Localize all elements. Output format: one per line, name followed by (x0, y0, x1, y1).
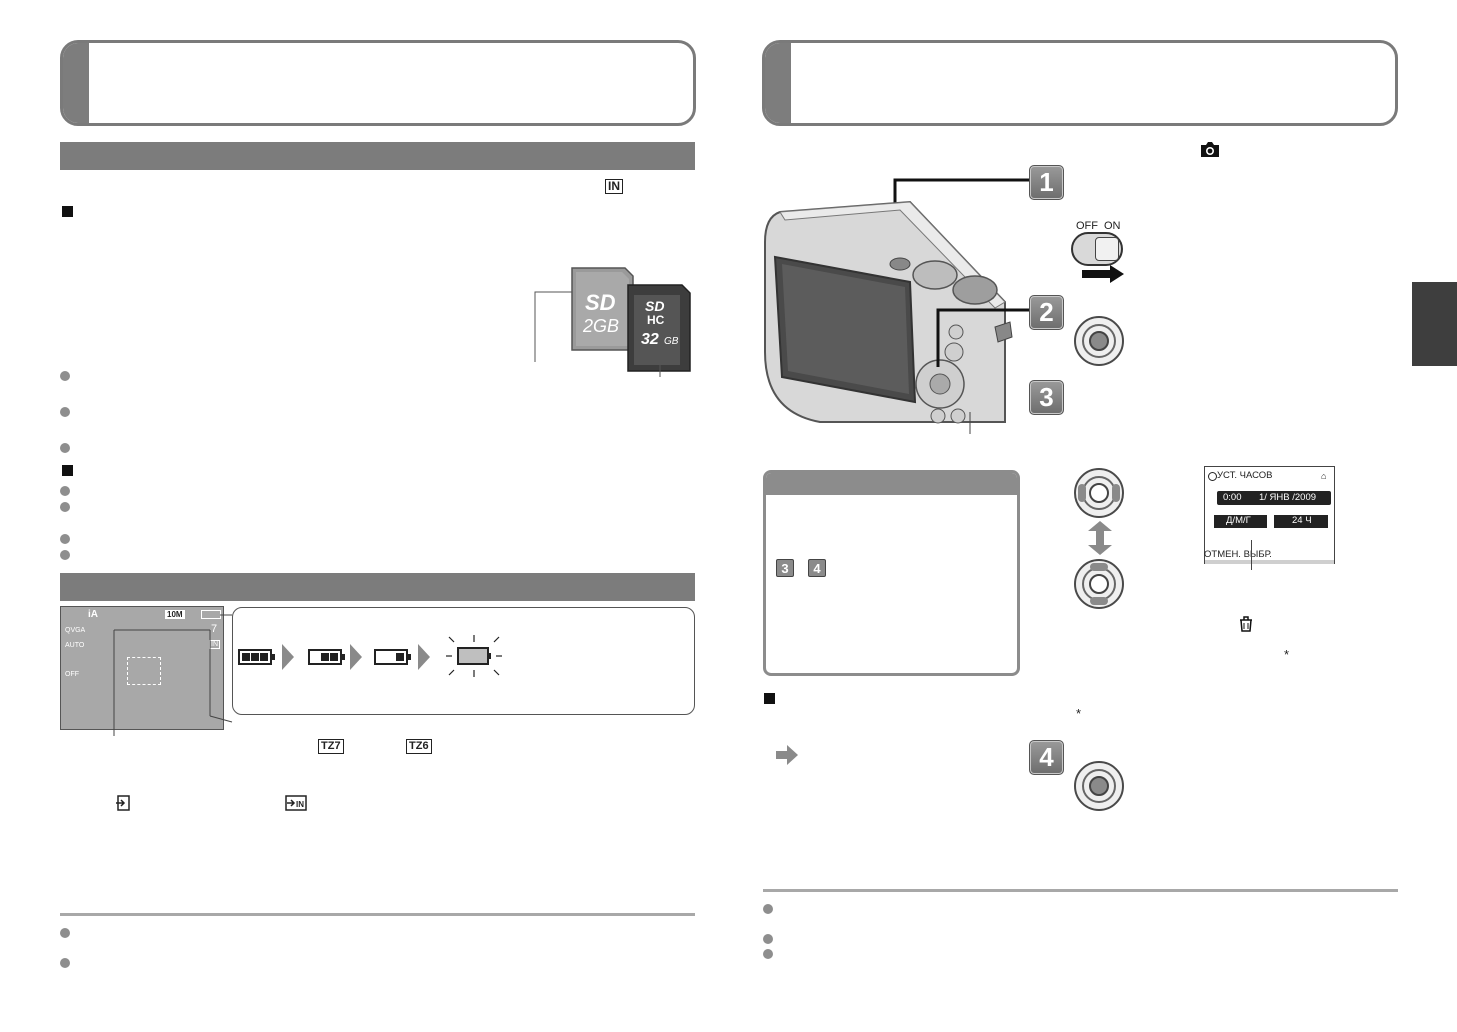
info-panel: 3 4 (763, 470, 1020, 676)
right-page-title-box (762, 40, 1398, 126)
power-switch-on-label: ON (1104, 220, 1121, 232)
chapter-side-tab (1412, 282, 1457, 366)
battery-one-third-icon (374, 649, 411, 665)
right-title-tab (765, 43, 791, 123)
left-footer-bullet-1 (60, 928, 70, 938)
left-bullet-2 (60, 407, 70, 417)
step-1-badge: 1 (1029, 165, 1064, 200)
footnote-asterisk-2: * (1076, 706, 1082, 721)
lcd-shots-remaining: 7 (211, 623, 218, 635)
clock-time-date-field[interactable]: 0:00 1/ ЯНВ /2009 (1217, 491, 1331, 505)
clock-screen-leader-line (1251, 540, 1252, 570)
clock-set-screen: УСТ. ЧАСОВ ⌂ 0:00 1/ ЯНВ /2009 Д/М/Г 24 … (1204, 466, 1335, 564)
dpad-menu-set-step2[interactable] (1074, 316, 1124, 366)
left-section-bar-top (60, 142, 695, 170)
lcd-resolution-icon: 10M (165, 610, 185, 619)
trash-icon (1240, 616, 1252, 632)
step-4-badge: 4 (1029, 740, 1064, 775)
sdhc-card-capacity-unit: GB (664, 336, 679, 347)
clock-date-value: 1/ ЯНВ /2009 (1259, 492, 1317, 503)
left-title-tab (63, 43, 89, 123)
sd-cards-illustration (534, 267, 691, 377)
camera-icon (1201, 142, 1219, 157)
model-label-tz7: TZ7 (318, 739, 344, 754)
clock-time-value: 0:00 (1223, 492, 1242, 503)
right-footer-rule (763, 889, 1398, 892)
left-section-bar-middle (60, 573, 695, 601)
arrow-right-icon (776, 745, 798, 765)
clock-screen-footer: ОТМЕН. ВЫБР. (1204, 549, 1272, 560)
up-down-double-arrow-icon (1088, 521, 1112, 555)
card-insert-icon (116, 795, 130, 811)
sdhc-card-capacity: 32 (641, 331, 659, 348)
clock-format-right[interactable]: 24 Ч (1274, 515, 1328, 528)
step-3-badge: 3 (1029, 380, 1064, 415)
right-footer-bullet-2 (763, 934, 773, 944)
right-footer-bullet-1 (763, 904, 773, 914)
home-icon: ⌂ (1321, 471, 1327, 481)
left-footer-bullet-2 (60, 958, 70, 968)
sdhc-card-sublogo: HC (647, 313, 665, 327)
svg-text:IN: IN (296, 800, 304, 809)
dpad-left-right-step3[interactable] (1074, 468, 1124, 518)
arrow-right-icon (350, 644, 362, 670)
battery-full-icon (238, 649, 275, 665)
section-square-marker-2 (62, 465, 73, 476)
step-ref-chip-3: 3 (776, 559, 794, 577)
step-ref-chip-4: 4 (808, 559, 826, 577)
lcd-focus-frame (127, 657, 161, 685)
battery-empty-blinking-icon (446, 635, 502, 677)
arrow-right-icon (418, 644, 430, 670)
footnote-asterisk-1: * (1284, 647, 1290, 662)
clock-icon (1208, 472, 1217, 481)
lcd-leader-lines (113, 614, 233, 736)
right-footer-bullet-3 (763, 949, 773, 959)
switch-direction-arrow-icon (1082, 265, 1124, 283)
left-footer-rule (60, 913, 695, 916)
sd-card-logo: SD (585, 290, 616, 315)
lcd-zoom-icon: OFF (65, 671, 79, 678)
internal-memory-icon: IN (605, 179, 623, 194)
lcd-quality-b: AUTO (65, 642, 85, 649)
camera-body-illustration (764, 178, 1030, 434)
dpad-up-down-step3[interactable] (1074, 559, 1124, 609)
left-bullet-7 (60, 550, 70, 560)
left-bullet-6 (60, 534, 70, 544)
left-bullet-3 (60, 443, 70, 453)
dpad-menu-set-step4[interactable] (1074, 761, 1124, 811)
sdhc-card-logo: SD (645, 298, 665, 314)
model-label-tz6: TZ6 (406, 739, 432, 754)
step-2-badge: 2 (1029, 295, 1064, 330)
memory-insert-icon: IN (285, 795, 307, 811)
left-page-title-box (60, 40, 696, 126)
battery-level-box (232, 607, 695, 715)
sd-card-capacity: 2GB (583, 316, 620, 336)
battery-two-thirds-icon (308, 649, 345, 665)
arrow-right-icon (282, 644, 294, 670)
info-panel-header (766, 473, 1017, 495)
lcd-quality-a: QVGA (65, 627, 86, 634)
power-switch-off-label: OFF (1076, 220, 1098, 232)
camera-lcd-screen: iA 10M QVGA AUTO OFF 7 IN (60, 606, 224, 730)
clock-format-left[interactable]: Д/М/Г (1214, 515, 1267, 528)
section-square-marker-right (764, 693, 775, 704)
left-bullet-4 (60, 486, 70, 496)
section-square-marker-1 (62, 206, 73, 217)
lcd-mode-icon: iA (88, 609, 98, 620)
screen-bottom-shade (1205, 560, 1334, 564)
power-switch[interactable] (1071, 232, 1123, 266)
left-bullet-1 (60, 371, 70, 381)
clock-screen-title: УСТ. ЧАСОВ (1217, 470, 1273, 481)
left-bullet-5 (60, 502, 70, 512)
